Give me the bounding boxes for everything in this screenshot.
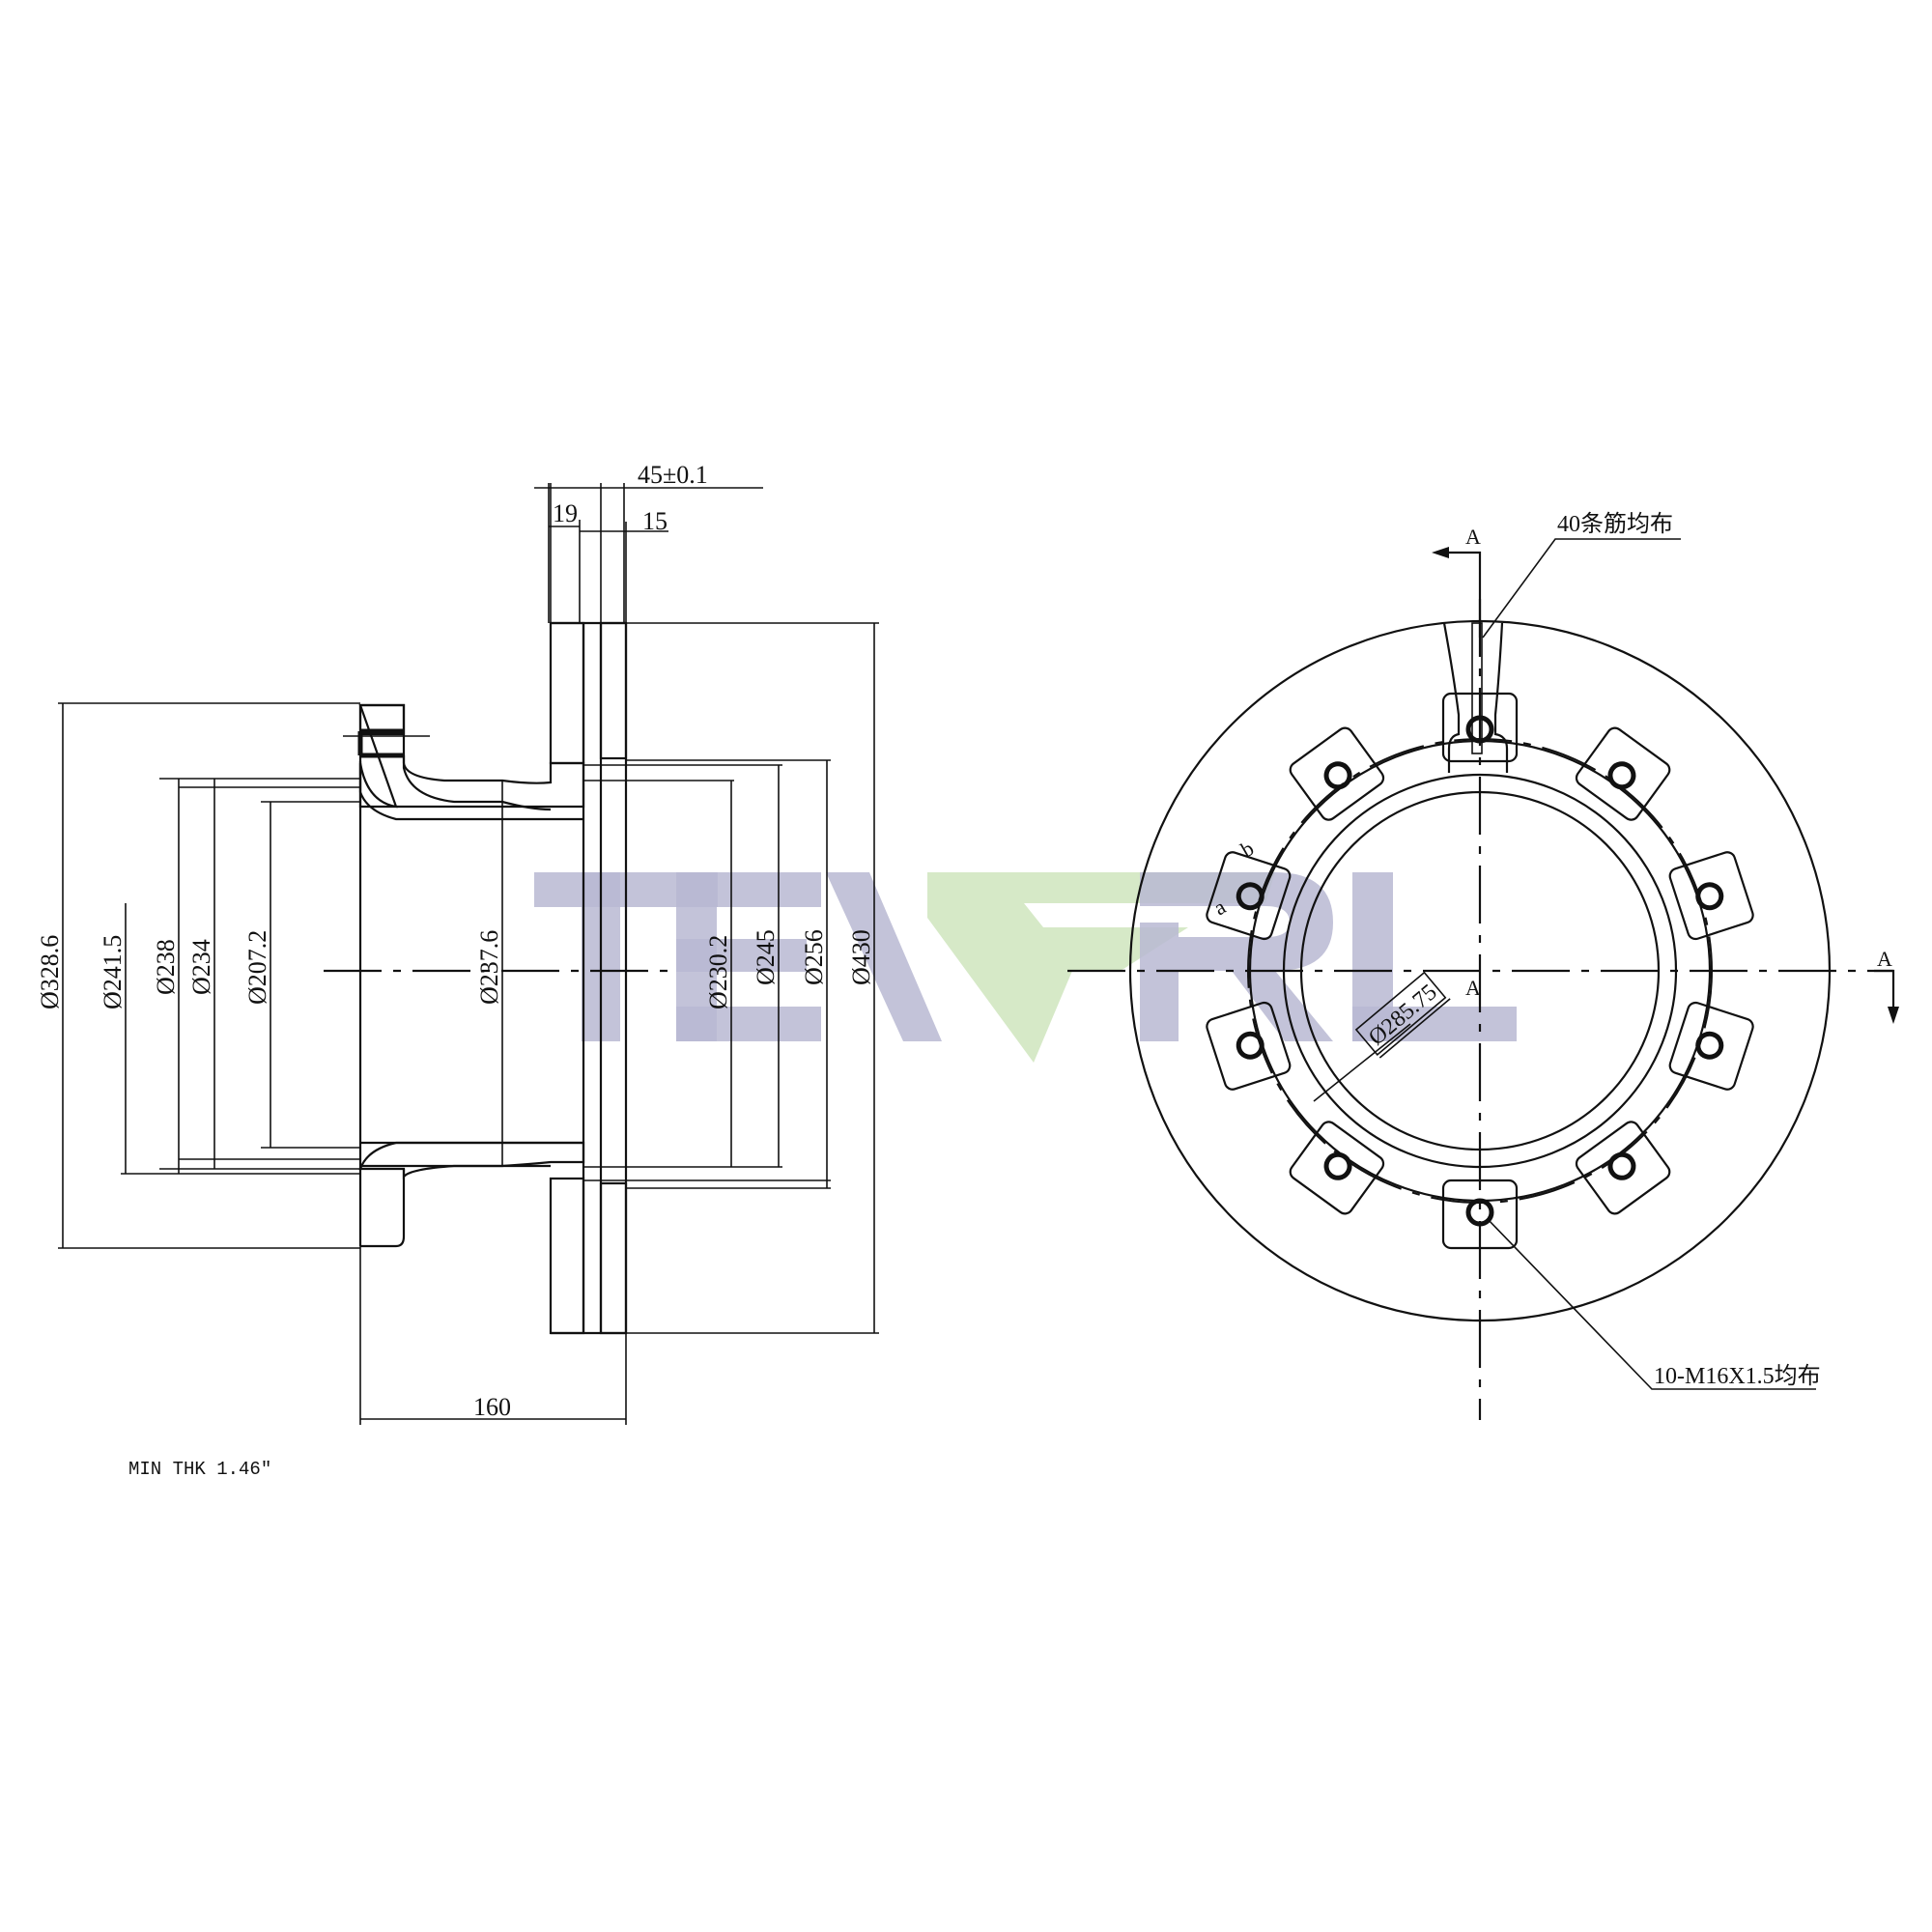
dim-overall-thickness: 45±0.1: [638, 461, 708, 489]
dim-dia-256: Ø256: [800, 929, 828, 985]
dim-dia-238: Ø238: [152, 939, 180, 995]
dim-dia-245: Ø245: [752, 929, 780, 985]
dim-dia-230-2: Ø230.2: [704, 935, 732, 1009]
disc-plate-outer: [549, 621, 585, 1335]
detail-label-b: b: [1236, 836, 1258, 862]
bolt-note-leader: [1487, 1218, 1816, 1390]
bolt-pattern-note: 10-M16X1.5均布: [1654, 1363, 1821, 1389]
dim-dia-328-6: Ø328.6: [36, 935, 64, 1009]
rib-note: 40条筋均布: [1557, 511, 1673, 537]
side-view: [58, 483, 879, 1425]
front-view: [1067, 538, 1899, 1420]
dim-dia-207-2: Ø207.2: [243, 930, 271, 1005]
side-view-labels: 45±0.1 19 15 Ø328.6 Ø241.5 Ø238 Ø234 Ø20…: [36, 461, 875, 1480]
dim-dia-241-5: Ø241.5: [99, 935, 127, 1009]
dim-dia-237-6: Ø237.6: [475, 930, 503, 1005]
min-thickness-note: MIN THK 1.46": [128, 1459, 271, 1480]
watermark-logo: [534, 872, 1517, 1063]
dim-plate-19: 19: [553, 499, 578, 527]
dim-dia-234: Ø234: [187, 939, 215, 995]
dim-length-160: 160: [473, 1393, 511, 1421]
section-mark-a-center: A: [1465, 976, 1481, 1000]
rib-note-leader: [1482, 538, 1681, 639]
dim-dia-430: Ø430: [847, 929, 875, 985]
section-mark-a-top: A: [1465, 525, 1481, 549]
section-mark-a-right: A: [1877, 947, 1892, 971]
dim-plate-15: 15: [642, 507, 668, 535]
